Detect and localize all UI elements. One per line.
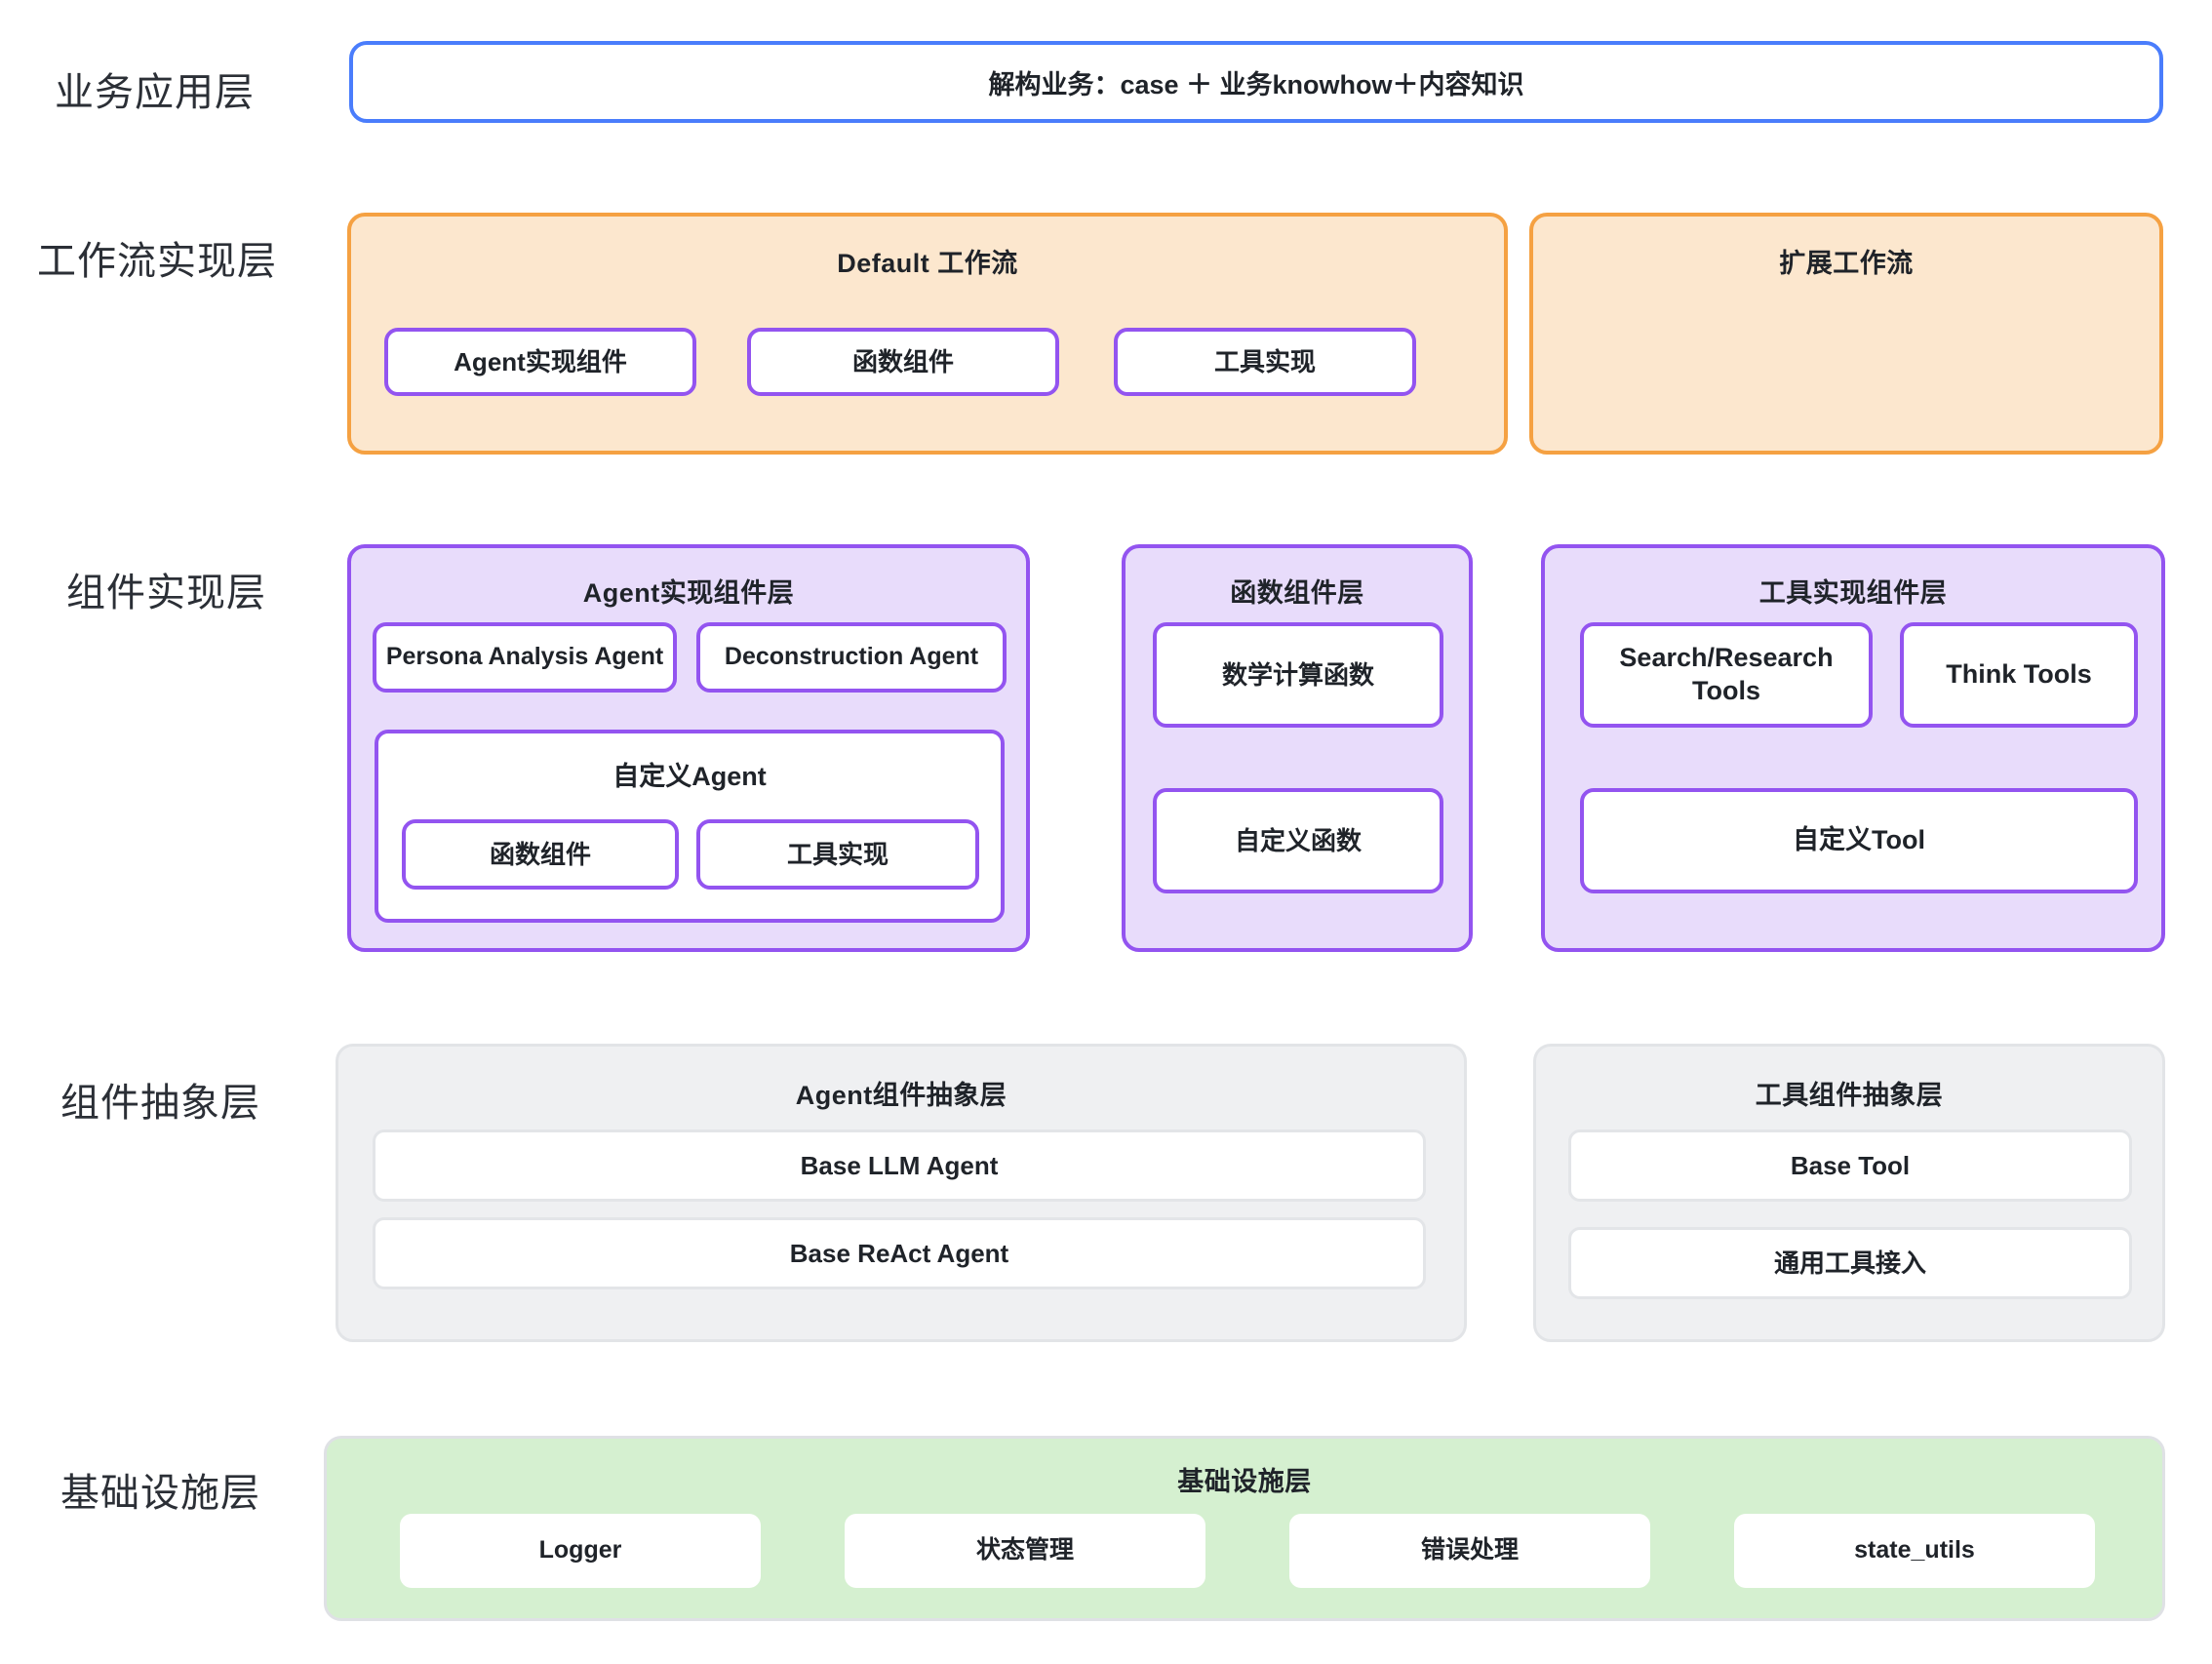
tool-abstract-item-generic-tool-access[interactable]: 通用工具接入: [1568, 1227, 2132, 1299]
default-workflow-item-function-component[interactable]: 函数组件: [747, 328, 1059, 396]
rail-label-component-impl-layer: 组件实现层: [66, 572, 266, 614]
function-component-group-title: 函数组件层: [1230, 578, 1364, 608]
default-workflow-title: Default 工作流: [837, 249, 1018, 278]
extended-workflow-group[interactable]: 扩展工作流: [1529, 213, 2163, 455]
agent-abstract-group-title: Agent组件抽象层: [795, 1081, 1007, 1110]
custom-agent-item-function-component[interactable]: 函数组件: [402, 819, 679, 890]
agent-impl-group-title: Agent实现组件层: [582, 578, 795, 608]
infrastructure-item-state-utils[interactable]: state_utils: [1734, 1514, 2095, 1588]
tool-impl-item-custom-tool[interactable]: 自定义Tool: [1580, 788, 2138, 893]
rail-label-infrastructure-layer: 基础设施层: [60, 1472, 260, 1515]
tool-abstract-group-title: 工具组件抽象层: [1755, 1081, 1944, 1110]
custom-agent-title: 自定义Agent: [612, 762, 767, 791]
agent-abstract-item-base-llm-agent[interactable]: Base LLM Agent: [373, 1129, 1426, 1202]
tool-impl-group-title: 工具实现组件层: [1758, 578, 1948, 608]
agent-abstract-item-base-react-agent[interactable]: Base ReAct Agent: [373, 1217, 1426, 1289]
infrastructure-item-state-management[interactable]: 状态管理: [845, 1514, 1205, 1588]
custom-agent-item-tool-impl[interactable]: 工具实现: [696, 819, 979, 890]
rail-label-component-abstract-layer: 组件抽象层: [60, 1082, 260, 1125]
agent-impl-item-persona-analysis-agent[interactable]: Persona Analysis Agent: [373, 622, 677, 693]
rail-label-business-layer: 业务应用层: [55, 71, 255, 114]
function-component-item-math-functions[interactable]: 数学计算函数: [1153, 622, 1443, 728]
business-layer-box[interactable]: 解构业务：case ＋ 业务knowhow＋内容知识: [349, 41, 2163, 123]
extended-workflow-title: 扩展工作流: [1779, 249, 1914, 278]
business-layer-text: 解构业务：case ＋ 业务knowhow＋内容知识: [988, 69, 1524, 99]
infrastructure-item-logger[interactable]: Logger: [400, 1514, 761, 1588]
default-workflow-item-agent-component[interactable]: Agent实现组件: [384, 328, 696, 396]
tool-abstract-item-base-tool[interactable]: Base Tool: [1568, 1129, 2132, 1202]
agent-impl-item-deconstruction-agent[interactable]: Deconstruction Agent: [696, 622, 1007, 693]
tool-impl-item-search-research-tools[interactable]: Search/Research Tools: [1580, 622, 1873, 728]
infrastructure-item-error-handling[interactable]: 错误处理: [1289, 1514, 1650, 1588]
infrastructure-group-title: 基础设施层: [1177, 1467, 1312, 1496]
default-workflow-item-tool-impl[interactable]: 工具实现: [1114, 328, 1416, 396]
function-component-item-custom-function[interactable]: 自定义函数: [1153, 788, 1443, 893]
tool-impl-item-think-tools[interactable]: Think Tools: [1900, 622, 2138, 728]
rail-label-workflow-layer: 工作流实现层: [37, 240, 277, 283]
